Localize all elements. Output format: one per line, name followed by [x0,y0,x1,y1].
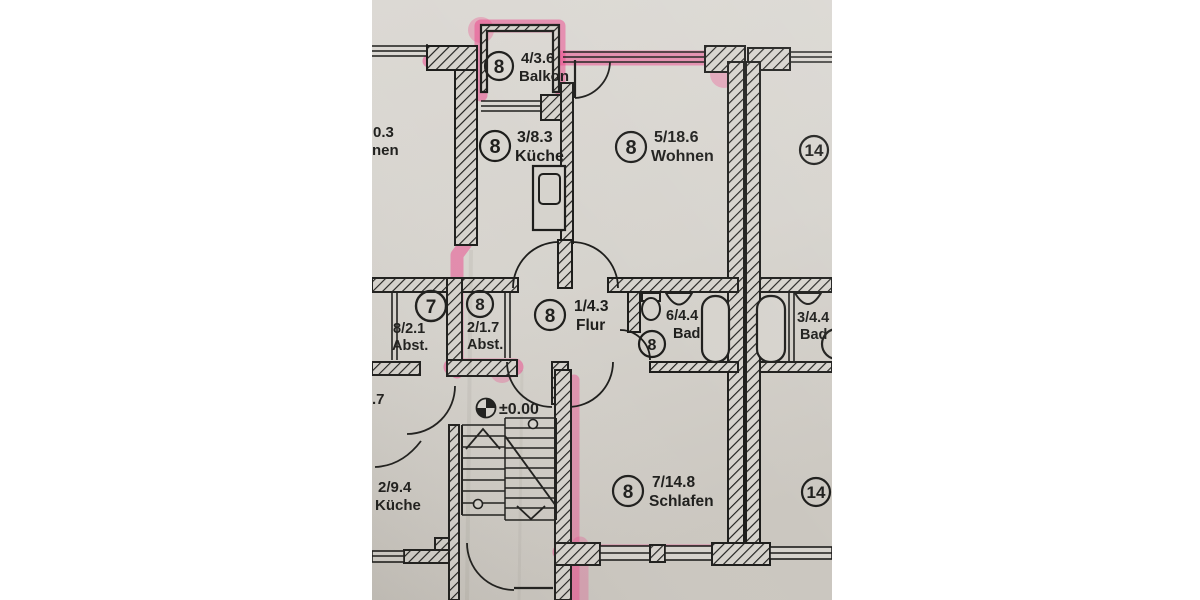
photo-lighting-overlay [372,0,832,600]
